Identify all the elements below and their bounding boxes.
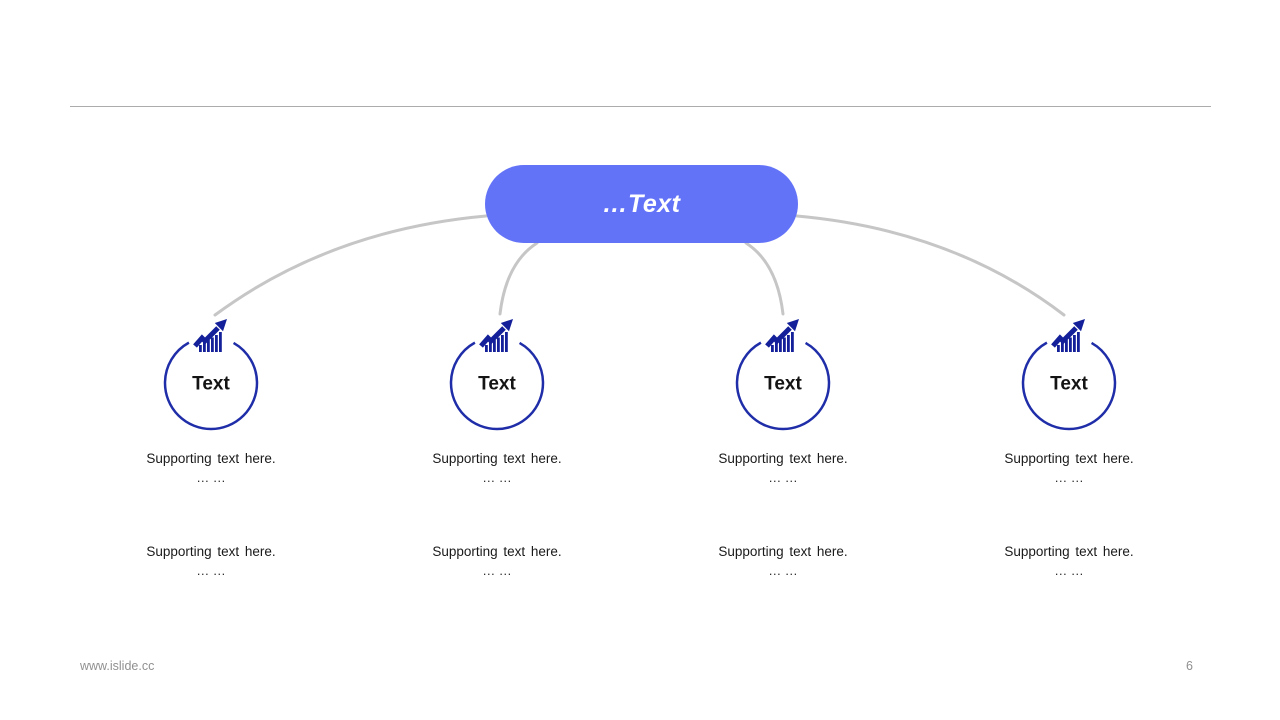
node-label: Text — [764, 374, 802, 395]
support-text: Supporting text here. — [718, 451, 848, 466]
top-divider-line — [70, 106, 1211, 107]
tree-node-2: Text — [449, 319, 545, 431]
root-node-pill: …Text — [485, 165, 798, 243]
connector-curve-4 — [795, 214, 1066, 317]
tree-node-4: Text — [1021, 319, 1117, 431]
tree-node-3: Text — [735, 319, 831, 431]
trend-up-chart-icon — [479, 319, 513, 352]
tree-node-1: Text — [163, 319, 259, 431]
ellipsis-text: … … — [196, 470, 226, 485]
root-node-label: …Text — [602, 189, 681, 218]
node-label: Text — [478, 374, 516, 395]
node-circle — [449, 335, 545, 431]
connector-curve-2 — [498, 241, 539, 316]
support-text: Supporting text here. — [432, 544, 562, 559]
ellipsis-text: … … — [1054, 470, 1084, 485]
support-text: Supporting text here. — [146, 544, 276, 559]
support-text: Supporting text here. — [146, 451, 276, 466]
ellipsis-text: … … — [768, 563, 798, 578]
ellipsis-text: … … — [1054, 563, 1084, 578]
node-circle — [735, 335, 831, 431]
support-text-block: Supporting text here. … … — [387, 450, 607, 487]
support-text-block: Supporting text here. … … — [673, 543, 893, 580]
support-text: Supporting text here. — [718, 544, 848, 559]
support-text-block: Supporting text here. … … — [387, 543, 607, 580]
trend-up-chart-icon — [1051, 319, 1085, 352]
node-circle — [1021, 335, 1117, 431]
support-text-block: Supporting text here. … … — [673, 450, 893, 487]
ellipsis-text: … … — [482, 470, 512, 485]
connector-curve-3 — [744, 241, 785, 316]
node-label: Text — [1050, 374, 1088, 395]
trend-up-chart-icon — [765, 319, 799, 352]
support-text: Supporting text here. — [1004, 544, 1134, 559]
ellipsis-text: … … — [482, 563, 512, 578]
trend-up-chart-icon — [193, 319, 227, 352]
footer-website-link[interactable]: www.islide.cc — [80, 659, 155, 673]
support-text-block: Supporting text here. … … — [959, 543, 1179, 580]
support-text: Supporting text here. — [1004, 451, 1134, 466]
support-text-block: Supporting text here. … … — [959, 450, 1179, 487]
page-number: 6 — [1186, 659, 1193, 673]
node-circle — [163, 335, 259, 431]
ellipsis-text: … … — [768, 470, 798, 485]
connector-curve-1 — [213, 214, 488, 317]
ellipsis-text: … … — [196, 563, 226, 578]
support-text-block: Supporting text here. … … — [101, 543, 321, 580]
support-text-block: Supporting text here. … … — [101, 450, 321, 487]
support-text: Supporting text here. — [432, 451, 562, 466]
node-label: Text — [192, 374, 230, 395]
